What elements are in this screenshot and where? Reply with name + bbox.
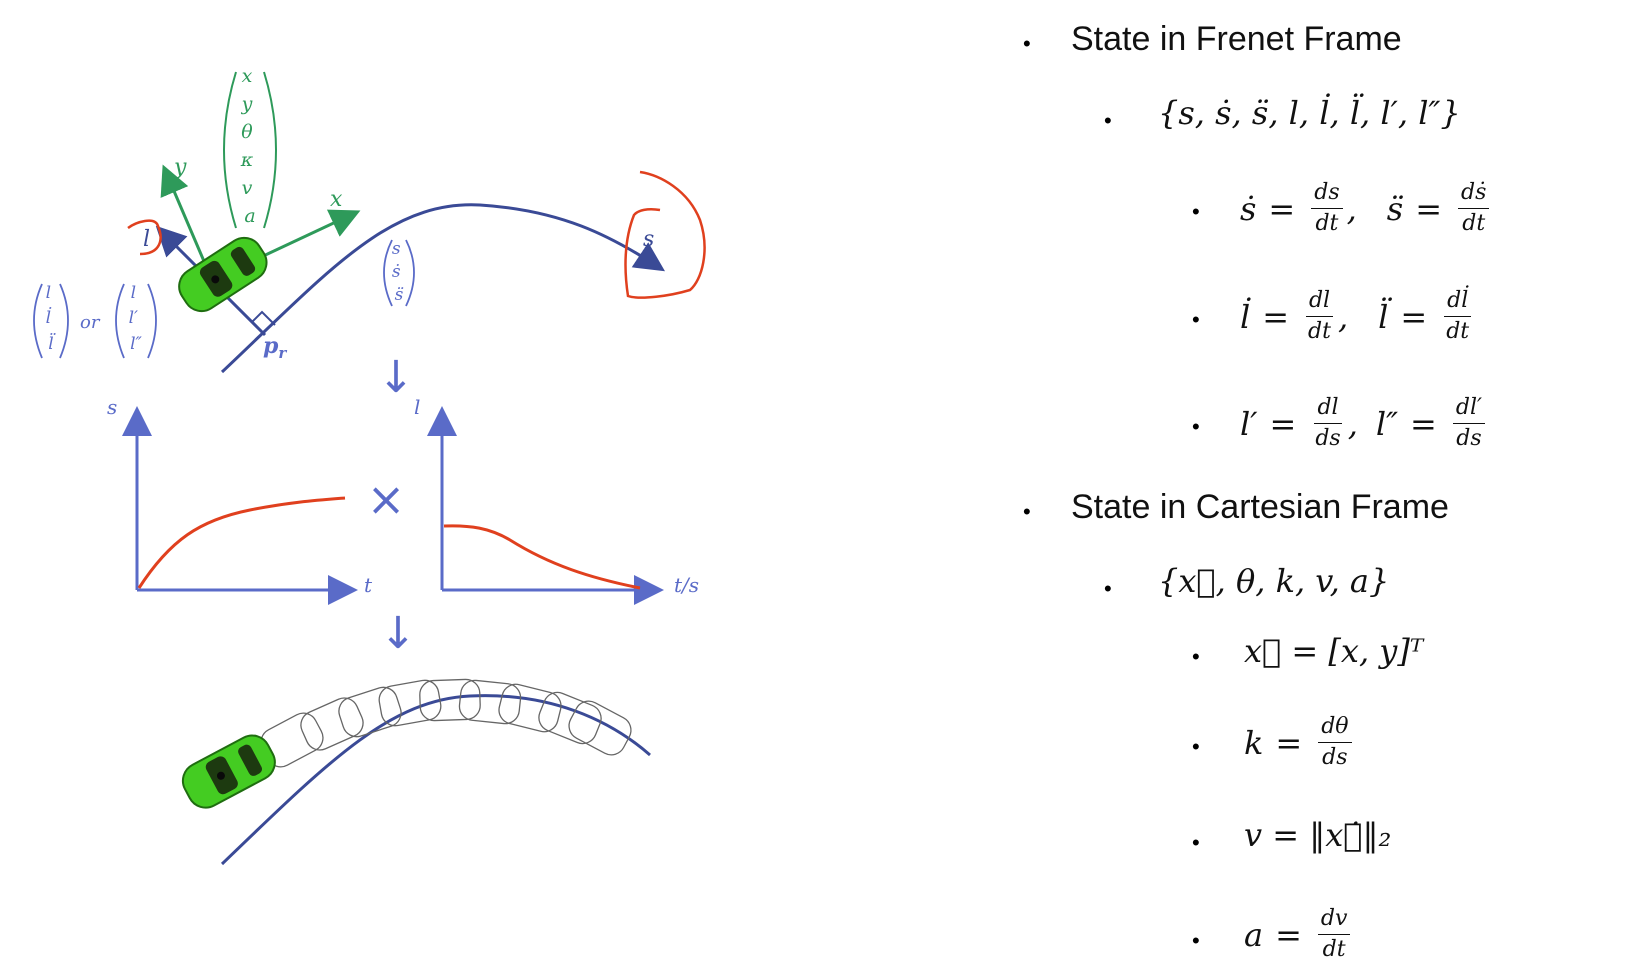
eq7-lhs: a	[1244, 915, 1264, 954]
eq2-den-a: dt	[1308, 319, 1331, 344]
frenet-frame-diagram: y x x y θ κ v a l pr s s ṡ s̈ l l̇ l̈ or	[33, 65, 706, 866]
eq3-num-b: dl′	[1452, 397, 1485, 424]
bullet-eq4: •	[1192, 644, 1200, 669]
l-vector1-l: l	[46, 283, 51, 303]
l-circle-annotation	[127, 219, 162, 256]
eq3-den-a: ds	[1315, 426, 1341, 451]
bullet-eq1: •	[1192, 199, 1200, 224]
svg-text:x y θ κ v: x y θ κ v a	[240, 65, 260, 227]
cartesian-vector-v: v	[242, 177, 253, 199]
s-circle-annotation	[624, 170, 706, 299]
svg-text:l l′ l″: l l′ l″	[129, 283, 144, 354]
s-vector-left-paren	[383, 239, 393, 307]
l-vector1-lddot: l̈	[48, 333, 56, 354]
eq5-den: ds	[1322, 745, 1348, 770]
eq1-lhs-b: s̈	[1386, 189, 1404, 228]
eq3-lhs-b: l″	[1375, 404, 1399, 443]
l-vector2-lprime: l′	[129, 308, 138, 328]
down-arrow-2: ↓	[380, 608, 417, 659]
frenet-heading: State in Frenet Frame	[1071, 20, 1402, 58]
multiply-symbol: ×	[367, 472, 406, 526]
eq7-den: dt	[1322, 937, 1346, 962]
eq1-den-a: dt	[1315, 211, 1339, 236]
plot-left-xlabel: t	[364, 573, 373, 597]
s-of-t-curve	[137, 496, 346, 589]
vehicle-y-label: y	[173, 155, 187, 180]
bullet-eq6: •	[1192, 830, 1200, 855]
pr-label: pr	[263, 333, 287, 362]
cartesian-vector-theta: θ	[241, 121, 253, 143]
reference-path	[220, 203, 666, 374]
cartesian-heading: State in Cartesian Frame	[1071, 488, 1449, 526]
bottom-car-icon	[181, 734, 276, 809]
plot-right-xlabel: t/s	[674, 573, 699, 597]
eq2-num-a: dl	[1305, 290, 1334, 317]
cartesian-state-set: {x⃗, θ, k, v, a}	[1158, 562, 1390, 600]
l-vector2-l: l	[131, 283, 136, 303]
eq5-lhs: k	[1244, 723, 1264, 762]
svg-text:l l̇ l̈: l l̇ l̈	[46, 283, 57, 354]
cartesian-vector-right-paren	[263, 71, 277, 229]
l-vector2-right-paren	[147, 283, 157, 359]
s-vector-sdot: ṡ	[392, 262, 401, 282]
cartesian-vector-a: a	[244, 205, 255, 227]
s-label: s	[643, 227, 654, 252]
eq3-lhs-a: l′	[1240, 404, 1258, 443]
s-vector-right-paren	[405, 239, 415, 307]
cartesian-vector-left-paren	[223, 71, 237, 229]
equation-position-vector: x⃗ = [x, y]ᵀ	[1244, 632, 1424, 670]
cartesian-vector-y: y	[241, 93, 253, 115]
bullet-cartesian: •	[1023, 499, 1031, 524]
frenet-state-set: {s, ṡ, s̈, l, l̇, l̈, l′, l″}	[1158, 94, 1461, 132]
or-text: or	[80, 312, 101, 333]
s-vector-s: s	[392, 239, 401, 259]
eq1-num-b: dṡ	[1458, 182, 1490, 209]
l-vector1-left-paren	[33, 283, 43, 359]
equation-velocity: v = ‖x⃗̇‖₂	[1244, 816, 1392, 854]
cartesian-vector-kappa: κ	[240, 149, 254, 171]
eq7-num: dv	[1317, 908, 1351, 935]
bullet-cartesian-set: •	[1104, 576, 1112, 601]
vehicle-x-label: x	[330, 187, 343, 212]
predicted-car-outlines	[260, 678, 632, 768]
eq2-den-b: dt	[1446, 319, 1470, 344]
right-angle-marker	[251, 310, 276, 326]
eq2-num-b: dl̇	[1444, 290, 1472, 317]
l-vector1-right-paren	[59, 283, 69, 359]
l-of-t-curve	[443, 524, 641, 590]
bullet-eq3: •	[1192, 414, 1200, 439]
l-vector1-ldot: l̇	[46, 307, 52, 328]
cartesian-vector-x: x	[242, 65, 253, 87]
vehicle-car-icon	[178, 236, 268, 313]
plot-left-ylabel: s	[107, 395, 117, 419]
eq1-num-a: ds	[1311, 182, 1343, 209]
l-label: l	[143, 227, 150, 252]
bullet-eq5: •	[1192, 734, 1200, 759]
eq3-den-b: ds	[1456, 426, 1482, 451]
bullet-eq7: •	[1192, 928, 1200, 953]
eq5-num: dθ	[1318, 716, 1352, 743]
bullet-frenet: •	[1023, 31, 1031, 56]
l-vector2-left-paren	[115, 283, 125, 359]
svg-text:s ṡ s̈: s ṡ s̈	[392, 239, 406, 305]
l-vector2-ldprime: l″	[130, 334, 142, 354]
down-arrow-1: ↓	[378, 352, 415, 403]
bullet-eq2: •	[1192, 307, 1200, 332]
bottom-reference-path	[220, 694, 651, 866]
plot-right-ylabel: l	[414, 395, 420, 419]
bullet-frenet-set: •	[1104, 108, 1112, 133]
eq2-lhs-a: l̇	[1240, 297, 1251, 336]
eq2-lhs-b: l̈	[1378, 297, 1389, 336]
eq3-num-a: dl	[1314, 397, 1342, 424]
s-vector-sddot: s̈	[395, 285, 405, 305]
eq1-den-b: dt	[1462, 211, 1486, 236]
eq1-lhs-a: ṡ	[1240, 189, 1257, 228]
